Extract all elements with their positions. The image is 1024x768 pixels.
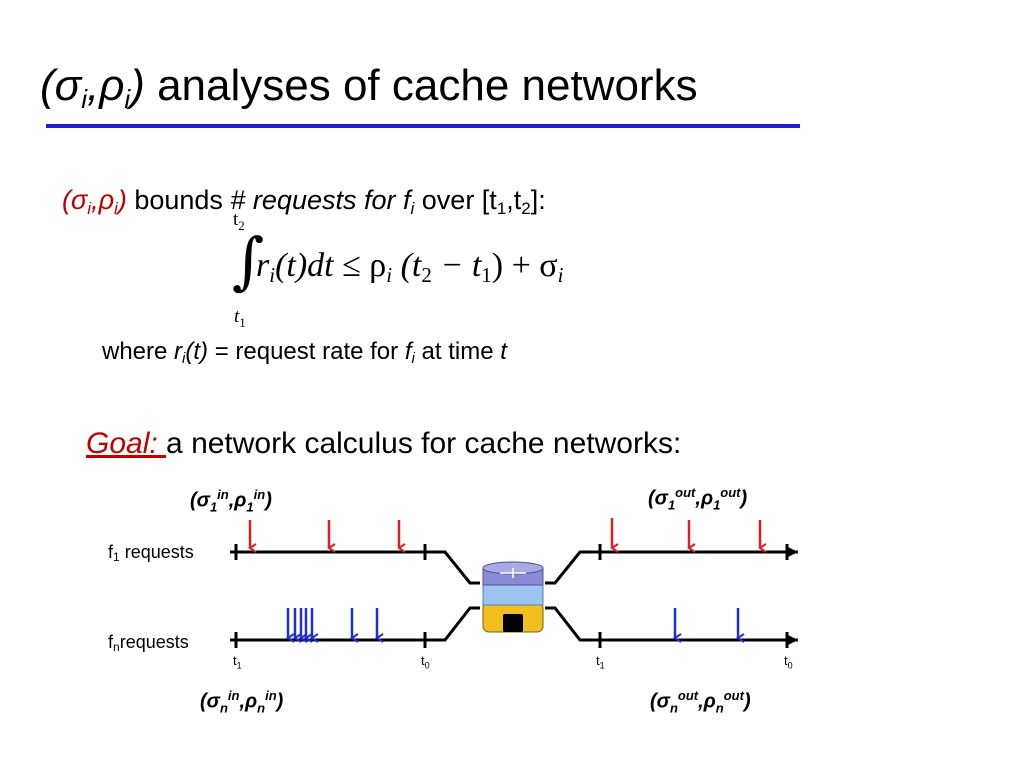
output-envelope-bottom: (σnout,ρnout): [650, 688, 751, 716]
fn-output-request-arrows: [673, 608, 745, 643]
goal-text: a network calculus for cache networks:: [166, 427, 682, 460]
tick-label-t0-left: t0: [421, 653, 430, 671]
tick-label-t1-left: t1: [233, 653, 242, 671]
bounds-statement: (σi,ρi) bounds # requests for fi over [t…: [62, 182, 546, 227]
fn-input-request-arrows: [286, 608, 384, 643]
input-envelope-top: (σ1in,ρ1in): [190, 487, 272, 515]
goal-statement: Goal: a network calculus for cache netwo…: [86, 424, 681, 464]
title-close: ): [130, 61, 145, 110]
cache-icon: [482, 561, 544, 633]
row-label-f1: f1 requests: [108, 542, 194, 564]
bounds-word: bounds: [126, 185, 231, 215]
title-sub-i: i: [124, 84, 131, 114]
tick-label-t1-right: t1: [596, 653, 605, 671]
f1-output-request-arrows: [610, 518, 767, 553]
over-range: over [t1,t2]:: [414, 185, 546, 218]
row-label-fn: fnrequests: [108, 632, 189, 654]
fn-timeline: [230, 606, 798, 648]
title-sub-i: i: [81, 84, 87, 114]
title-text: analyses of cache networks: [144, 61, 698, 110]
output-envelope-top: (σ1out,ρ1out): [648, 485, 748, 513]
slide-title: (σi,ρi) analyses of cache networks: [40, 58, 698, 127]
integral-upper-limit: t2: [233, 209, 245, 233]
sigma-rho-pair: (σi,ρi): [62, 185, 127, 218]
title-rho: ,ρ: [86, 61, 125, 110]
integral-formula: ri(t)dt ≤ ρi (t2 − t1) + σi: [256, 247, 564, 287]
integral-lower-limit: t1: [234, 306, 246, 330]
tick-label-t0-right: t0: [784, 653, 793, 671]
requests-phrase: # requests for fi: [230, 185, 415, 218]
where-definition: where ri(t) = request rate for fi at tim…: [102, 338, 507, 367]
goal-label: Goal:: [86, 427, 167, 460]
integral-sign: ∫: [232, 224, 265, 297]
title-sigma: (σ: [40, 61, 82, 110]
title-underline: [46, 124, 800, 128]
input-envelope-bottom: (σnin,ρnin): [200, 688, 284, 716]
f1-input-request-arrows: [248, 520, 406, 553]
